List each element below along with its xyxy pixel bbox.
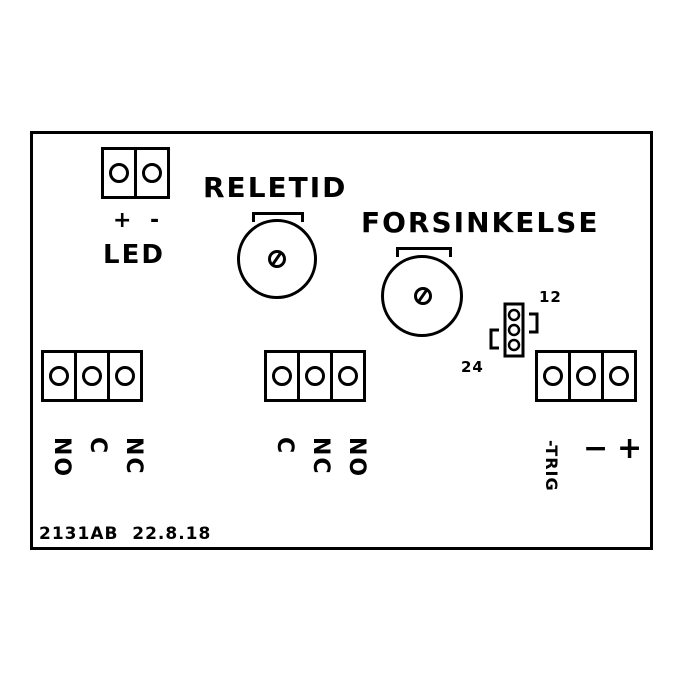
terminal-hole-icon [305,366,325,386]
terminal-minus [568,350,604,402]
terminal-nc [107,350,143,402]
terminal-hole-icon [338,366,358,386]
right-plus-label: + [617,431,645,466]
middle-terminal-block [264,350,366,402]
jumper-pin-icon [507,338,521,352]
terminal-nc [297,350,333,402]
left-terminal-label-1: NO [49,437,74,479]
terminal-plus [601,350,637,402]
trig-label: -TRIG [542,440,561,492]
terminal-c [264,350,300,402]
terminal-no [41,350,77,402]
terminal-no [330,350,366,402]
jumper-24-label: 24 [461,358,484,376]
middle-terminal-label-3: NO [344,437,369,479]
terminal-hole-icon [272,366,292,386]
pot-tab [396,247,452,257]
board-id-label: 2131AB 22.8.18 [39,524,212,544]
right-terminal-block [535,350,637,402]
forsinkelse-label: FORSINKELSE [361,206,600,239]
terminal-hole-icon [609,366,629,386]
left-terminal-label-3: NC [121,437,146,476]
jumper-bracket-24 [489,328,499,350]
terminal-hole-icon [49,366,69,386]
terminal-hole-icon [142,163,162,183]
middle-terminal-label-1: C [272,437,297,456]
reletid-label: RELETID [203,171,348,204]
terminal-hole-icon [109,163,129,183]
pot-screw-icon [414,287,432,305]
terminal-hole-icon [543,366,563,386]
terminal-hole-icon [82,366,102,386]
jumper-12-label: 12 [539,288,562,306]
left-terminal-block [41,350,143,402]
jumper-pin-icon [507,323,521,337]
right-minus-label: − [583,431,611,466]
led-minus-label: - [150,208,162,233]
led-terminal-minus [134,147,170,199]
pot-body [237,219,317,299]
pot-tab [252,212,304,222]
pcb-outline: + - LED RELETID FORSINKELSE 12 24 NO C N… [30,131,653,550]
terminal-trig [535,350,571,402]
terminal-c [74,350,110,402]
pot-screw-icon [268,250,286,268]
led-terminal-plus [101,147,137,199]
terminal-hole-icon [115,366,135,386]
led-terminal-block [101,147,170,199]
terminal-hole-icon [576,366,596,386]
jumper-pin-icon [507,308,521,322]
jumper-block [489,302,539,358]
middle-terminal-label-2: NC [308,437,333,476]
led-plus-label: + [113,208,134,233]
reletid-potentiometer [237,212,317,299]
left-terminal-label-2: C [85,437,110,456]
forsinkelse-potentiometer [381,247,463,337]
jumper-bracket-12 [529,312,539,334]
jumper-header [503,302,525,358]
led-label: LED [103,240,165,270]
